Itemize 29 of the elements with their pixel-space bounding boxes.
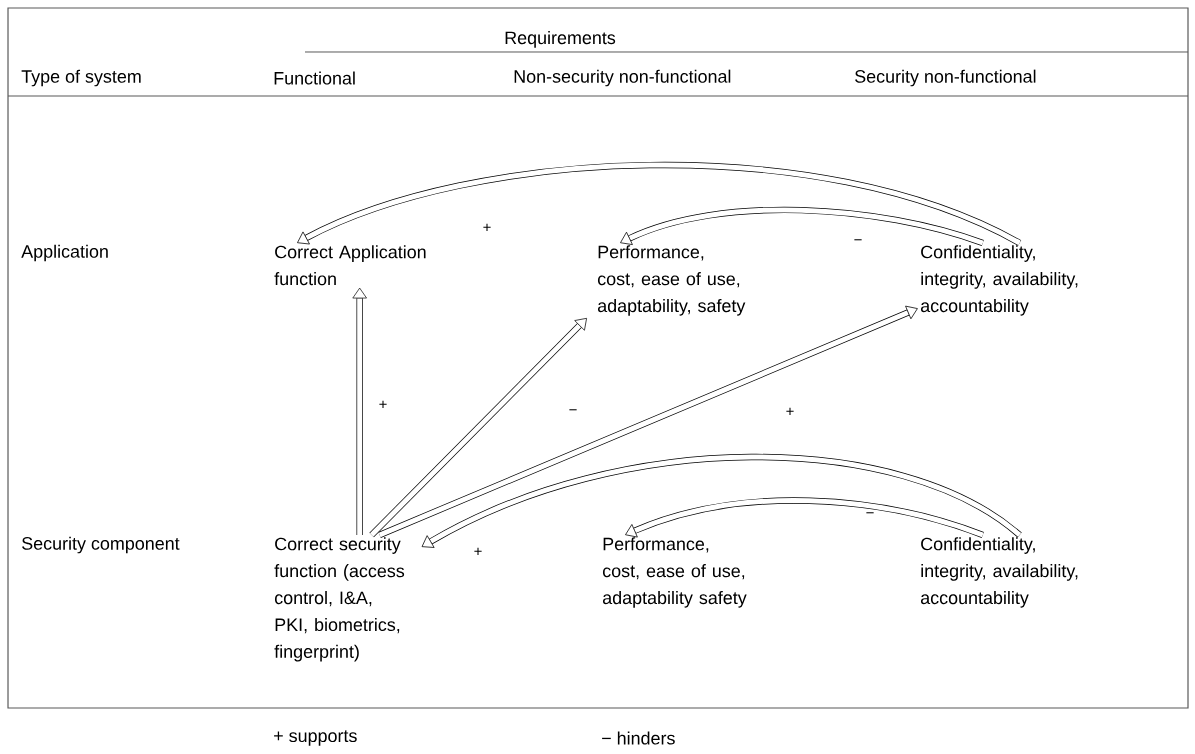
hollow-arrow bbox=[352, 287, 367, 535]
edge-label: + bbox=[379, 400, 387, 408]
hollow-arrow bbox=[625, 497, 984, 538]
row-heading: Security component bbox=[22, 536, 180, 554]
column-heading: Requirements bbox=[505, 31, 616, 48]
edge-label: − bbox=[854, 239, 862, 241]
column-heading: Security non-functional bbox=[855, 69, 1036, 87]
requirement-text: Confidentiality, integrity, availability, accountability bbox=[920, 245, 1078, 316]
requirement-text: Correct Application function bbox=[274, 245, 426, 286]
edge-label: − bbox=[866, 512, 874, 514]
edge-label: + bbox=[786, 407, 794, 415]
hollow-arrow bbox=[378, 305, 918, 538]
legend-text: − hinders bbox=[602, 731, 675, 745]
row-heading: Application bbox=[21, 244, 108, 262]
requirement-text: Performance, cost, ease of use, adaptability, safety bbox=[597, 245, 746, 316]
column-heading: Non-security non-functional bbox=[514, 69, 731, 87]
hollow-arrow bbox=[421, 453, 1022, 548]
edge-label: + bbox=[483, 223, 491, 231]
hollow-arrow bbox=[297, 161, 1022, 246]
hollow-arrow bbox=[369, 317, 587, 538]
column-heading: Type of system bbox=[21, 69, 141, 87]
column-heading: Functional bbox=[274, 71, 355, 85]
edge-label: + bbox=[474, 547, 482, 555]
requirement-text: Correct security function (access control, I&A, PKI, biometrics, fingerprint) bbox=[274, 537, 405, 662]
legend-text: + supports bbox=[274, 730, 357, 746]
edge-label: − bbox=[569, 409, 577, 411]
hollow-arrow bbox=[620, 206, 984, 247]
requirement-text: Confidentiality, integrity, availability, accountability bbox=[920, 537, 1078, 608]
requirement-text: Performance, cost, ease of use, adaptability safety bbox=[602, 537, 747, 608]
